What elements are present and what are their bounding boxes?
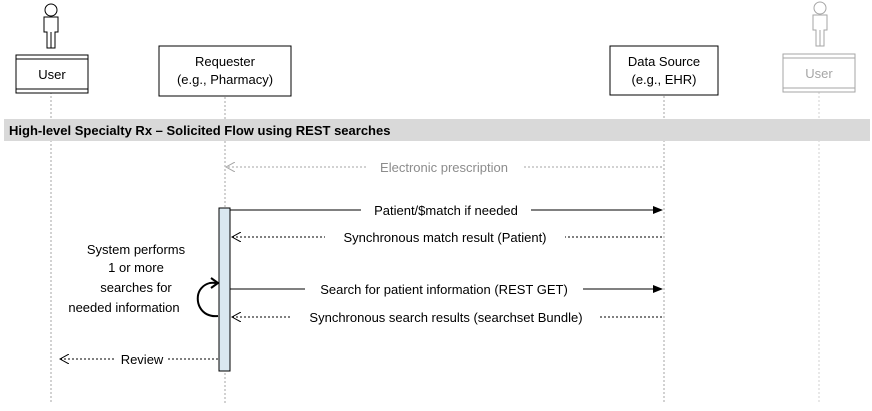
requester-activation-bar (218, 207, 231, 372)
data-source-box: Data Source (e.g., EHR) (609, 45, 719, 96)
requester-name: Requester (195, 54, 256, 69)
data-source-name: Data Source (628, 54, 700, 69)
data-source-example: (e.g., EHR) (631, 72, 696, 87)
requester-box: Requester (e.g., Pharmacy) (158, 45, 292, 97)
user-left-actor-icon (43, 3, 59, 49)
banner-title: High-level Specialty Rx – Solicited Flow… (9, 123, 390, 138)
note-line-1: System performs (87, 242, 186, 257)
msg-search-request-label: Search for patient information (REST GET… (320, 282, 568, 297)
note-line-4: needed information (68, 300, 179, 315)
note-line-3: searches for (100, 280, 172, 295)
banner-background (4, 119, 870, 141)
msg-match-result-label: Synchronous match result (Patient) (343, 230, 546, 245)
requester-example: (e.g., Pharmacy) (177, 72, 273, 87)
note-line-2: 1 or more (108, 260, 164, 275)
msg-patient-match-label: Patient/$match if needed (374, 203, 518, 218)
user-left-label: User (38, 67, 66, 82)
user-right-label: User (805, 66, 833, 81)
msg-review-label: Review (121, 352, 164, 367)
user-left-box: User (15, 54, 89, 94)
msg-electronic-prescription-label: Electronic prescription (380, 160, 508, 175)
msg-search-results-label: Synchronous search results (searchset Bu… (309, 310, 582, 325)
user-right-box: User (782, 53, 856, 93)
self-loop-arrow (196, 281, 219, 318)
user-right-actor-icon (812, 1, 828, 47)
